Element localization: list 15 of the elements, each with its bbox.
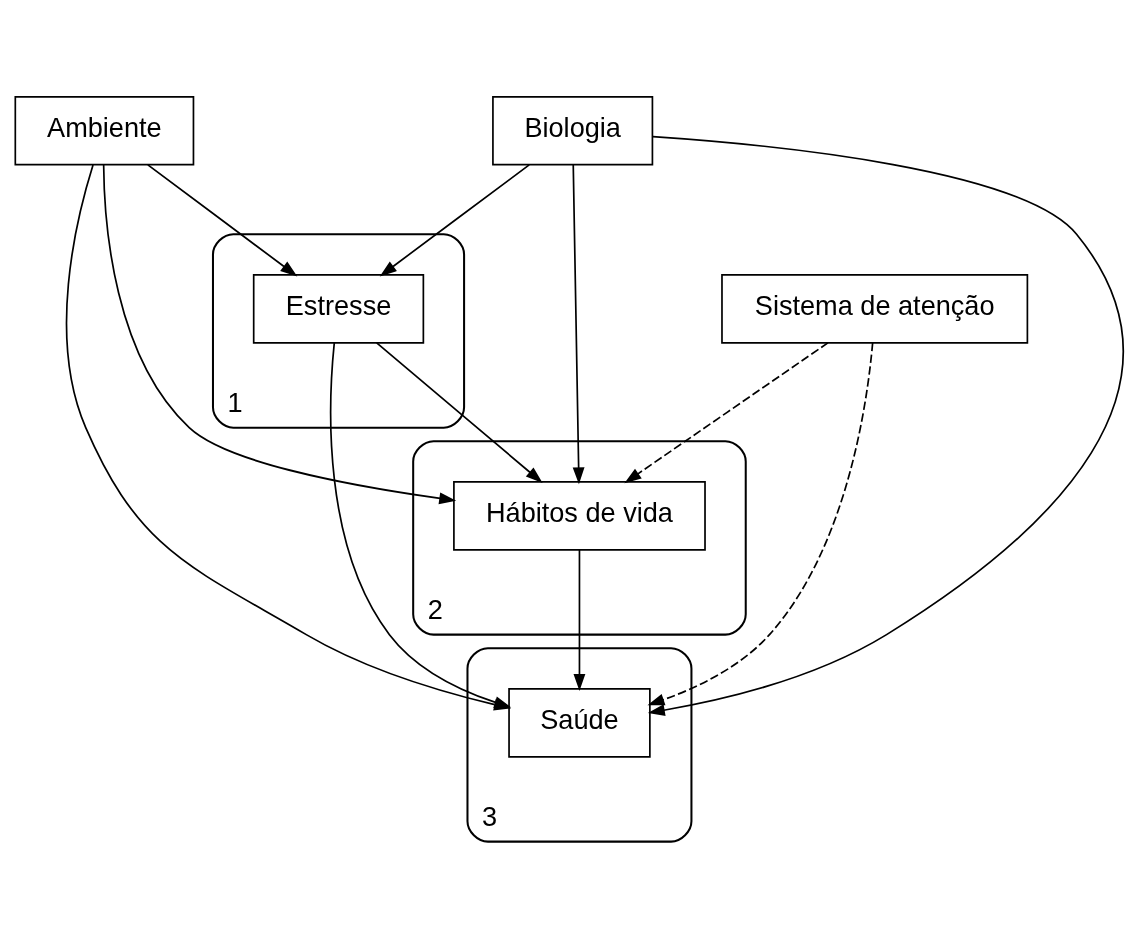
arrow	[647, 341, 874, 705]
arrow	[147, 163, 298, 276]
node-box: Saúde	[508, 687, 651, 758]
arrow	[102, 163, 457, 504]
arrow	[379, 163, 531, 276]
node-box: Estresse	[252, 273, 425, 344]
arrow	[624, 341, 829, 483]
node-box: Ambiente	[14, 95, 195, 165]
arrow	[572, 163, 585, 484]
arrow	[573, 548, 586, 691]
arrow	[375, 341, 543, 483]
node-box: Biologia	[492, 95, 654, 165]
node-box: Hábitos de vida	[453, 480, 706, 551]
node-box: Sistema de atenção	[721, 273, 1029, 344]
arrow	[647, 135, 1124, 716]
